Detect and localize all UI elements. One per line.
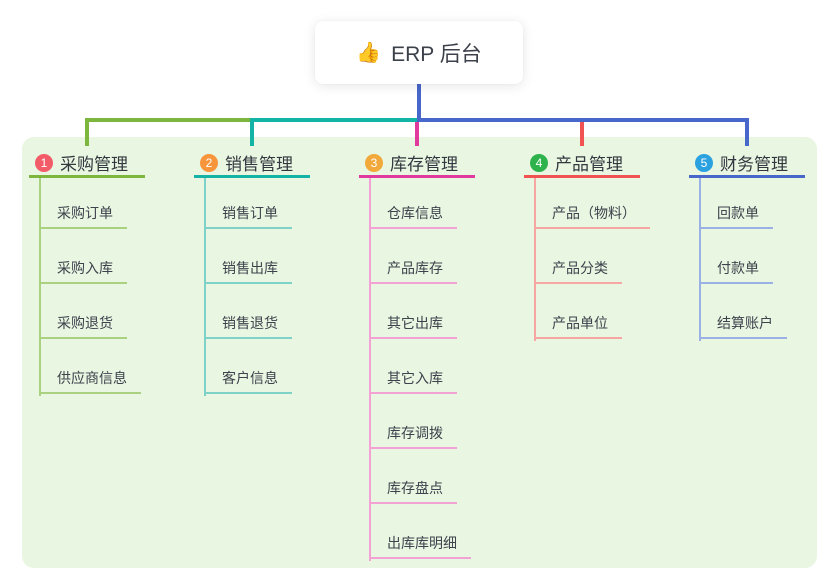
branch-product-children-line: [534, 178, 536, 341]
node-customer-info[interactable]: 客户信息: [204, 371, 292, 394]
branch-inventory: 3 库存管理 仓库信息 产品库存 其它出库 其它入库 库存调拨 库存盘点 出库库…: [359, 145, 519, 561]
badge-3: 3: [365, 153, 383, 172]
node-product-stock[interactable]: 产品库存: [369, 261, 457, 284]
badge-4: 4: [530, 153, 548, 172]
node-sales-order[interactable]: 销售订单: [204, 206, 292, 229]
branch-product: 4 产品管理 产品（物料） 产品分类 产品单位: [524, 145, 684, 341]
node-purchase-order[interactable]: 采购订单: [39, 206, 127, 229]
branch-label-inventory: 库存管理: [390, 155, 458, 174]
connector-drop-product: [580, 122, 584, 146]
badge-1: 1: [35, 153, 53, 172]
branch-label-sales: 销售管理: [225, 155, 293, 174]
node-receipt-order[interactable]: 回款单: [699, 206, 773, 229]
node-other-outbound[interactable]: 其它出库: [369, 316, 457, 339]
node-stock-count[interactable]: 库存盘点: [369, 481, 457, 504]
node-other-inbound[interactable]: 其它入库: [369, 371, 457, 394]
node-warehouse-info[interactable]: 仓库信息: [369, 206, 457, 229]
branch-node-product[interactable]: 4 产品管理: [524, 145, 640, 178]
branch-label-product: 产品管理: [555, 155, 623, 174]
root-label: ERP 后台: [391, 42, 482, 66]
thumbs-up-icon: 👍: [356, 42, 382, 64]
connector-bus-green: [85, 118, 255, 122]
node-settlement-account[interactable]: 结算账户: [699, 316, 787, 339]
branch-purchase-children-line: [39, 178, 41, 396]
node-product-material[interactable]: 产品（物料）: [534, 206, 650, 229]
branch-label-purchase: 采购管理: [60, 155, 128, 174]
branch-finance-children-line: [699, 178, 701, 341]
connector-drop-finance: [745, 118, 749, 146]
branch-inventory-children-line: [369, 178, 371, 561]
branch-node-inventory[interactable]: 3 库存管理: [359, 145, 475, 178]
badge-5: 5: [695, 153, 713, 172]
connector-root-drop: [417, 84, 421, 122]
node-product-category[interactable]: 产品分类: [534, 261, 622, 284]
branch-purchase: 1 采购管理 采购订单 采购入库 采购退货 供应商信息: [29, 145, 189, 396]
connector-bus-blue: [417, 118, 749, 122]
node-sales-outbound[interactable]: 销售出库: [204, 261, 292, 284]
node-payment-order[interactable]: 付款单: [699, 261, 773, 284]
node-supplier-info[interactable]: 供应商信息: [39, 371, 141, 394]
branch-sales: 2 销售管理 销售订单 销售出库 销售退货 客户信息: [194, 145, 354, 396]
node-stock-transfer[interactable]: 库存调拨: [369, 426, 457, 449]
branch-node-finance[interactable]: 5 财务管理: [689, 145, 805, 178]
branch-node-purchase[interactable]: 1 采购管理: [29, 145, 145, 178]
branch-label-finance: 财务管理: [720, 155, 788, 174]
branch-background-panel: [22, 137, 817, 568]
branch-finance: 5 财务管理 回款单 付款单 结算账户: [689, 145, 839, 341]
badge-2: 2: [200, 153, 218, 172]
node-purchase-return[interactable]: 采购退货: [39, 316, 127, 339]
node-purchase-inbound[interactable]: 采购入库: [39, 261, 127, 284]
connector-drop-inventory: [415, 122, 419, 146]
node-outbound-detail[interactable]: 出库库明细: [369, 536, 471, 559]
connector-bus-teal: [251, 118, 417, 122]
branch-sales-children-line: [204, 178, 206, 396]
root-node-erp[interactable]: 👍 ERP 后台: [315, 21, 523, 84]
connector-drop-sales: [250, 118, 254, 146]
connector-drop-purchase: [85, 118, 89, 146]
node-sales-return[interactable]: 销售退货: [204, 316, 292, 339]
node-product-unit[interactable]: 产品单位: [534, 316, 622, 339]
branch-node-sales[interactable]: 2 销售管理: [194, 145, 310, 178]
